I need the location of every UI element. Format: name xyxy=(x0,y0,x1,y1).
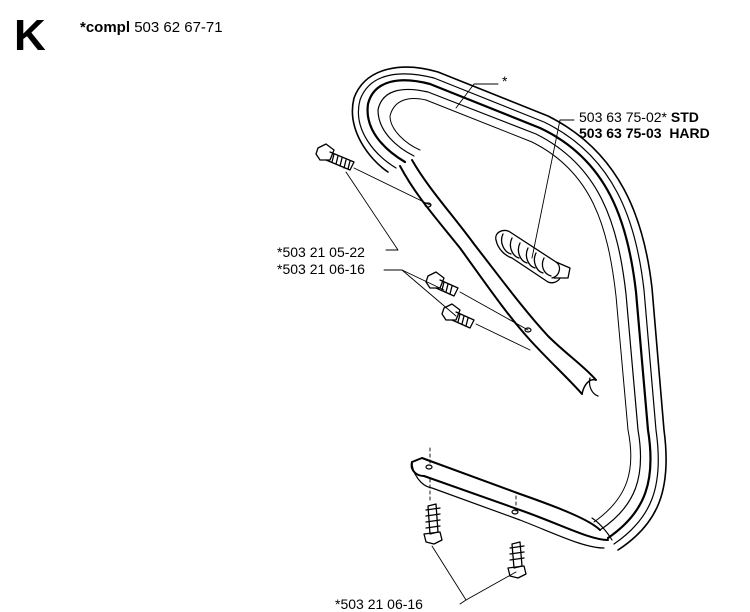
callout-screw-a: *503 21 05-22 xyxy=(277,244,365,260)
damper-hard-number: 503 63 75-03 xyxy=(579,125,662,141)
screw-bottom-1[interactable] xyxy=(423,503,443,545)
callout-screw-b: *503 21 06-16 xyxy=(277,261,365,277)
screw-middle-2[interactable] xyxy=(441,303,475,329)
screw-middle-1[interactable] xyxy=(425,271,459,297)
handle-bar[interactable] xyxy=(351,66,667,551)
kit-number-line: *compl 503 62 67-71 xyxy=(80,20,223,35)
leader-lines xyxy=(345,83,575,605)
assembly-lines xyxy=(353,167,531,513)
damper-std-grade: STD xyxy=(670,109,699,125)
callout-handle-bar: * xyxy=(502,73,508,89)
screw-bottom-2[interactable] xyxy=(507,541,527,579)
bottom-bracket[interactable] xyxy=(410,457,609,549)
callout-damper-std: 503 63 75-02* STD xyxy=(579,110,699,124)
handle-strut[interactable] xyxy=(399,159,597,395)
kit-number: 503 62 67-71 xyxy=(134,19,223,36)
damper-std-number: 503 63 75-02* xyxy=(579,109,667,125)
vibration-damper[interactable] xyxy=(495,229,571,284)
screw-upper[interactable] xyxy=(315,143,355,171)
callout-damper-hard: 503 63 75-03 HARD xyxy=(579,126,710,140)
damper-hard-grade: HARD xyxy=(669,125,710,141)
callout-screw-bottom: *503 21 06-16 xyxy=(335,596,423,612)
kit-prefix: *compl xyxy=(80,19,131,36)
section-letter: K xyxy=(14,11,46,60)
